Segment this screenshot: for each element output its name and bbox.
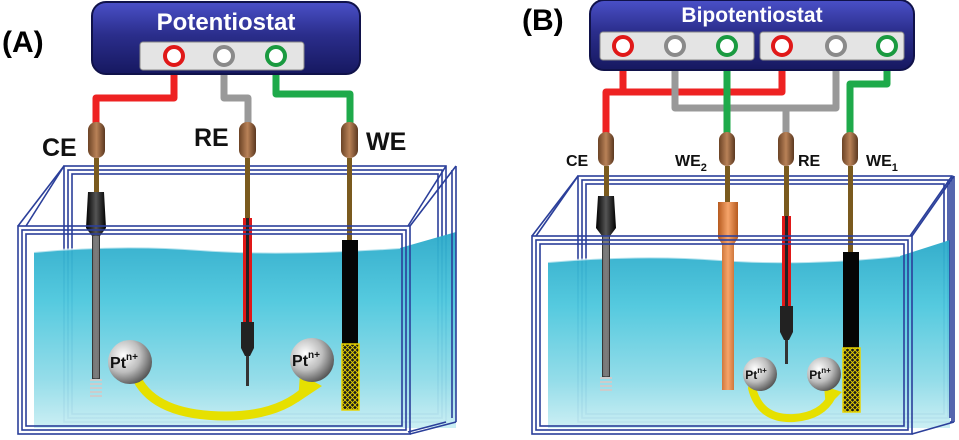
panel-b-working-electrode-1 xyxy=(842,166,861,413)
panel-b-transfer-arrow xyxy=(748,384,836,423)
panel-a-ce-plug xyxy=(88,122,105,158)
potentiostat: Potentiostat xyxy=(91,1,361,75)
panel-b-we1-label: WE1 xyxy=(866,153,898,174)
panel-a-re-label: RE xyxy=(194,124,229,152)
b-we-terminal-green-2 xyxy=(876,35,898,57)
bipotentiostat-title: Bipotentiostat xyxy=(681,4,822,27)
panel-a-counter-electrode xyxy=(86,158,106,397)
b-re-terminal-grey xyxy=(664,35,686,57)
potentiostat-title: Potentiostat xyxy=(157,9,296,36)
panel-a: (A) Potentiostat xyxy=(2,1,457,435)
panel-a-ion-right: Ptn+ xyxy=(290,338,334,382)
panel-b-we1-plug xyxy=(842,132,858,166)
panel-a-ion-left: Ptn+ xyxy=(108,340,152,384)
svg-text:Ptn+: Ptn+ xyxy=(110,352,138,372)
panel-b-reference-electrode xyxy=(780,166,793,364)
panel-b-ion-right: Ptn+ xyxy=(807,357,841,391)
panel-b-tank-front xyxy=(531,175,955,435)
panel-a-ce-label: CE xyxy=(42,134,77,162)
panel-b-we2-label: WE2 xyxy=(675,153,707,174)
b-re-terminal-grey-2 xyxy=(825,35,847,57)
panel-b-ion-left: Ptn+ xyxy=(743,357,777,391)
panel-b-re-plug xyxy=(778,132,794,166)
bipotentiostat: Bipotentiostat xyxy=(589,0,915,71)
panel-b-we2-plug xyxy=(719,132,735,166)
b-we-terminal-green xyxy=(716,35,738,57)
panel-a-label: (A) xyxy=(2,26,44,59)
panel-a-transfer-arrow xyxy=(129,367,311,421)
panel-a-reference-electrode xyxy=(241,158,254,386)
panel-b-ce-label: CE xyxy=(566,153,589,170)
we-terminal-green xyxy=(265,45,287,67)
b-ce-terminal-red-2 xyxy=(771,35,793,57)
panel-a-tank-front xyxy=(17,165,457,435)
panel-a-we-wire xyxy=(272,60,354,128)
panel-b-label: (B) xyxy=(522,4,564,37)
ce-terminal-red xyxy=(163,45,185,67)
panel-a-working-electrode xyxy=(341,158,360,411)
svg-text:Ptn+: Ptn+ xyxy=(809,366,831,382)
re-terminal-grey xyxy=(213,45,235,67)
b-ce-terminal-red xyxy=(612,35,634,57)
panel-b-re-wire xyxy=(671,58,840,112)
panel-b: (B) Bipotentiostat xyxy=(522,0,955,435)
panel-a-we-plug xyxy=(341,122,358,158)
panel-b-counter-electrode xyxy=(596,166,616,391)
panel-b-working-electrode-2 xyxy=(718,166,738,390)
panel-a-re-plug xyxy=(239,122,256,158)
panel-a-ce-wire xyxy=(92,60,178,128)
panel-b-re-label: RE xyxy=(798,153,821,170)
svg-text:Ptn+: Ptn+ xyxy=(745,366,767,382)
svg-text:Ptn+: Ptn+ xyxy=(292,350,320,370)
panel-a-we-label: WE xyxy=(366,128,406,156)
panel-a-re-wire xyxy=(220,60,252,128)
panel-b-ce-plug xyxy=(598,132,614,166)
